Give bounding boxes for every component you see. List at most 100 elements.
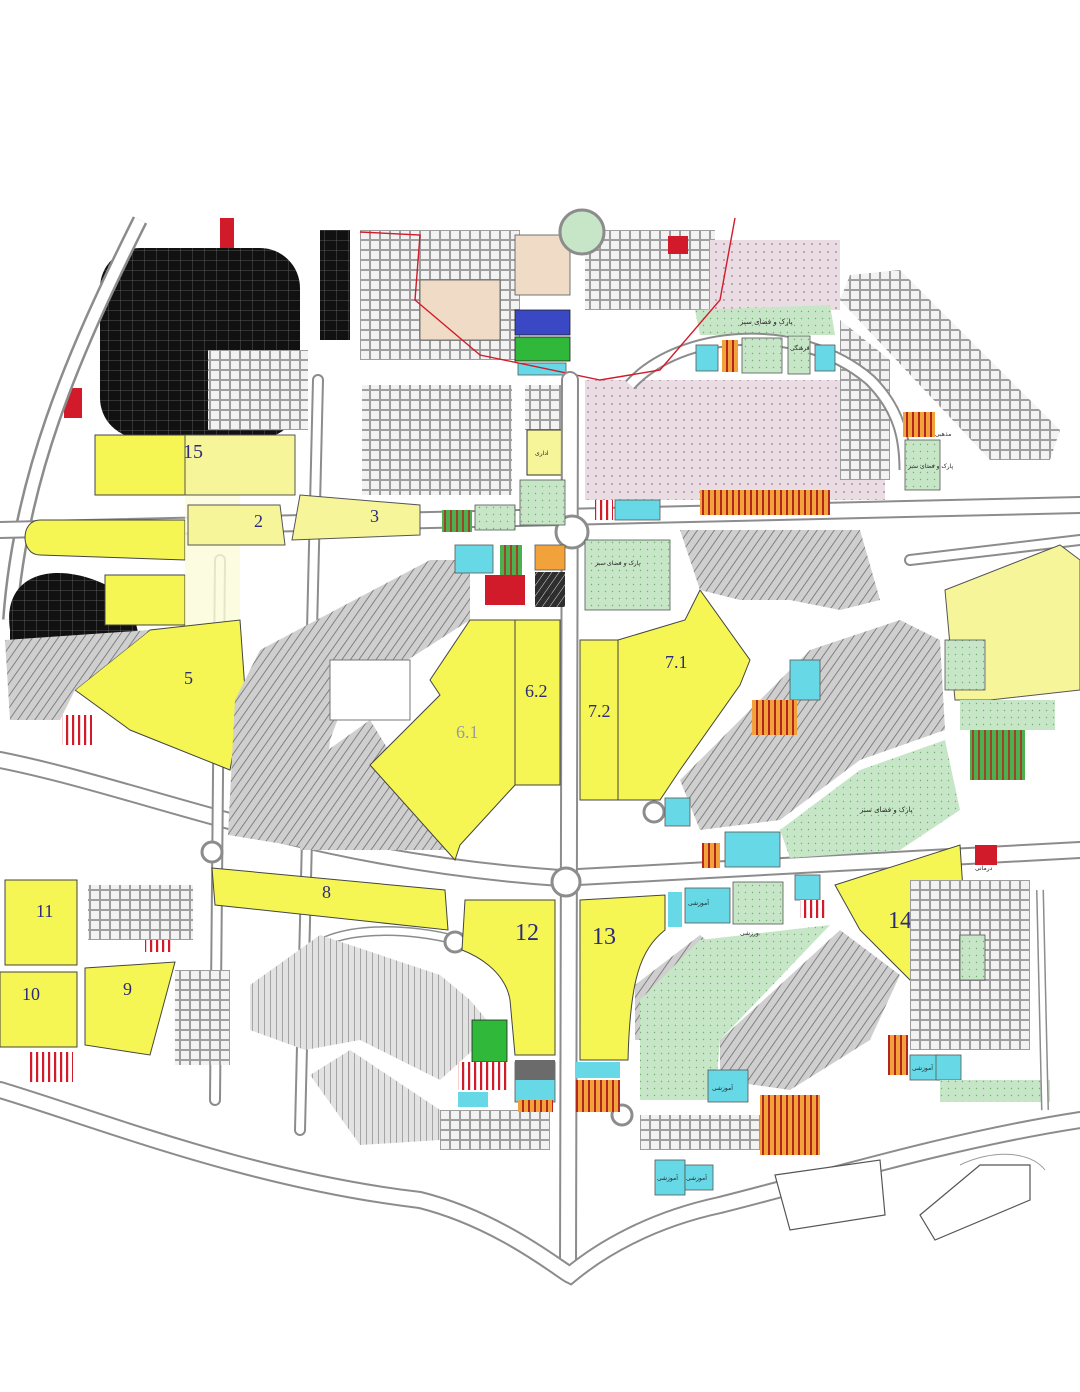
block-6-2 [514, 619, 561, 786]
beige-plot-north [419, 279, 501, 341]
se-green-plot [959, 934, 986, 981]
sw-red-stripe-2 [28, 1052, 73, 1082]
south-grey-plot [515, 1060, 555, 1080]
block-9 [84, 961, 176, 1056]
se-edu-row [575, 1062, 620, 1078]
east-residential [680, 620, 945, 830]
west-residential [5, 630, 150, 720]
sw-red-stripe [145, 940, 173, 952]
park-small-label: پارک و فضای سبز [907, 462, 953, 470]
park-mid-east-label: پارک و فضای سبز [859, 806, 913, 814]
grey-plot-center [535, 572, 565, 607]
se-plots-center-5 [668, 892, 682, 927]
roundabout-east [642, 800, 666, 824]
block-11 [4, 879, 78, 966]
yellow-column-west-2 [104, 574, 186, 626]
green-plot-mid [474, 504, 516, 531]
green-plot-center [584, 539, 671, 611]
south-open-parcel [774, 1159, 886, 1231]
block-8-label: 8 [322, 882, 331, 902]
motorway-west-inner [4, 217, 145, 621]
sports-plot-north [514, 336, 571, 362]
south-red-plot [975, 845, 997, 865]
education-plot-center [454, 544, 494, 574]
medical-label: درمانی [975, 865, 993, 872]
north-residential-grid-2 [585, 230, 715, 310]
block-8 [211, 867, 449, 931]
education-plot-north-2 [814, 344, 836, 372]
education-plot-east-2 [664, 797, 691, 827]
open-plot-central [329, 659, 411, 721]
south-east-parcel [919, 1164, 1031, 1241]
education-label-5: آموزشی [686, 1173, 707, 1182]
red-stripe-west [62, 715, 92, 745]
se-park [640, 925, 830, 1100]
education-label-4: آموزشی [657, 1173, 678, 1182]
northeast-residential [840, 270, 1060, 460]
block-10 [0, 971, 78, 1048]
se-plots-center [684, 887, 731, 924]
education-plot-mid [614, 499, 661, 521]
education-label: آموزشی [912, 1063, 933, 1072]
education-label-3: آموزشی [712, 1083, 733, 1092]
block-5-label: 5 [184, 668, 193, 688]
yellow-loop-west [24, 519, 186, 561]
yellow-column-west [94, 434, 186, 496]
south-residential [250, 935, 495, 1080]
roundabout-north [558, 208, 606, 256]
education-plot-east [724, 831, 781, 868]
park-top-label: پارک و فضای سبز [739, 318, 793, 326]
east-park [780, 740, 960, 858]
mixed-plot-east [752, 700, 797, 735]
sw-residential-rows [88, 885, 193, 940]
red-marker-1 [220, 218, 234, 248]
block-2 [187, 504, 286, 546]
orange-plot-center [534, 544, 566, 571]
education-label-2: آموزشی [688, 898, 709, 907]
north-park [695, 305, 835, 335]
district-boundary [359, 217, 736, 381]
blue-hatched-plot [514, 309, 571, 336]
block-7-2-label: 7.2 [588, 701, 611, 721]
block-6-1-label: 6.1 [456, 722, 479, 742]
east-edge-line-inner [1037, 889, 1048, 1111]
south-residential-3 [440, 1110, 550, 1150]
admin-plot [526, 429, 568, 476]
east-green-strip [960, 700, 1055, 730]
central-residential [228, 560, 470, 850]
se-edu-plot-2 [935, 1054, 962, 1081]
block-15 [184, 434, 296, 496]
orange-stripe-mid [700, 490, 830, 515]
se-residential-2 [720, 930, 900, 1090]
north-pink-district [585, 380, 885, 500]
dark-residential-strip [320, 230, 350, 340]
block-14-label: 14 [888, 908, 912, 934]
mid-residential-rows-3 [208, 350, 308, 430]
se-plots-center-3 [794, 874, 821, 901]
red-stripe-mid [595, 500, 613, 520]
north-pink-district-2 [710, 240, 840, 310]
roundabout-main [550, 866, 582, 898]
sports-label: ورزشی [740, 930, 759, 937]
education-plot-east-3 [789, 659, 821, 701]
beige-plot-north-2 [514, 234, 571, 296]
south-mixed-plot [458, 1062, 508, 1090]
east-education [944, 639, 986, 691]
green-plot-north-east [904, 439, 941, 491]
park-mid-label: پارک و فضای سبز [594, 559, 640, 567]
se-plots-center-4 [800, 900, 828, 918]
commercial-label: تجاری [538, 591, 553, 598]
block-10-label: 10 [22, 984, 40, 1004]
se-green-strip [940, 1080, 1050, 1102]
south-stripe-mixed [760, 1095, 820, 1155]
block-12 [461, 899, 556, 1056]
red-plot-north [668, 236, 688, 254]
block-7-1-label: 7.1 [665, 652, 688, 672]
orange-plot-north-east [903, 412, 935, 437]
roundabout-west [200, 840, 224, 864]
block-3-label: 3 [370, 506, 379, 526]
park-small-north [741, 337, 783, 374]
orange-plot-east [702, 843, 720, 868]
block-13-label-visible: 13 [592, 924, 616, 950]
